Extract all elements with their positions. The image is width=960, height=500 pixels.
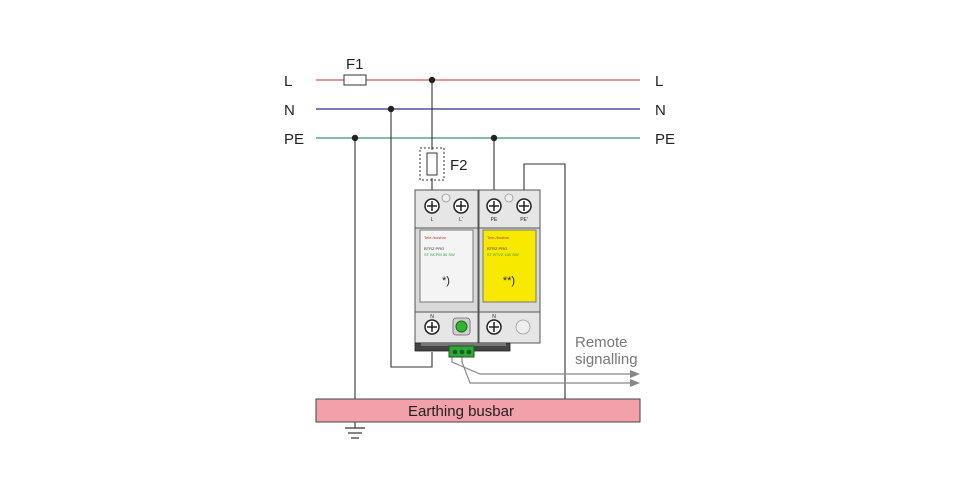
junction-pe-right <box>490 134 498 142</box>
terminal-label: PE' <box>520 217 528 223</box>
surge-module-left: L L' Tele-/busbar BTRZ PRO ST BCPM 30 SW… <box>414 189 479 344</box>
terminal-screw-icon <box>424 319 440 335</box>
line-pe-label-right: PE <box>655 131 675 148</box>
remote-label-line1: Remote <box>575 334 628 351</box>
terminal-label: N <box>492 314 496 320</box>
remote-label-line2: signalling <box>575 351 638 368</box>
remote-signalling-wires <box>451 355 630 384</box>
surge-module-right: PE PE' Tele-/busbar BTRZ PRO ST BTVZ 100… <box>478 189 541 344</box>
arrow-right-icon <box>630 370 640 378</box>
line-l-label-right: L <box>655 73 663 90</box>
fuse-f2-label: F2 <box>450 157 468 174</box>
terminal-label: L <box>431 217 434 223</box>
brand-logo: Tele-/busbar <box>487 235 510 240</box>
terminal-screw-icon <box>424 198 440 214</box>
fuse-f2-housing <box>419 147 445 181</box>
module-label-window <box>419 229 474 303</box>
junction-l <box>428 76 436 84</box>
ground-icon <box>345 427 365 439</box>
din-rail-highlight <box>421 343 506 346</box>
line-n-label-right: N <box>655 102 666 119</box>
line-n-label-left: N <box>284 102 295 119</box>
remote-contact-connector-icon <box>448 345 475 358</box>
empty-indicator-icon <box>515 319 531 335</box>
fuse-f2 <box>426 152 438 176</box>
module-note: **) <box>503 275 515 287</box>
terminal-screw-icon <box>486 198 502 214</box>
terminal-screw-icon <box>453 198 469 214</box>
module-note: *) <box>442 275 450 287</box>
module-code: ST BCPM 30 SW <box>424 252 455 257</box>
module-model: BTRZ PRO <box>424 246 444 251</box>
earthing-busbar-label: Earthing busbar <box>408 403 514 420</box>
module-code: ST BTVZ 100 SW <box>487 252 519 257</box>
fuse-f1-label: F1 <box>346 56 364 73</box>
line-l-label-left: L <box>284 73 292 90</box>
module-model: BTRZ PRO <box>487 246 507 251</box>
module-label-window <box>482 229 537 303</box>
wiring <box>354 80 566 428</box>
status-led-icon <box>452 317 471 336</box>
arrow-right-icon <box>630 379 640 387</box>
fuse-f1 <box>343 74 367 86</box>
earthing-busbar <box>315 398 641 423</box>
terminal-label: L' <box>459 217 463 223</box>
junction-pe-left <box>351 134 359 142</box>
line-pe-label-left: PE <box>284 131 304 148</box>
terminal-label: PE <box>491 217 498 223</box>
terminal-screw-icon <box>516 198 532 214</box>
terminal-screw-icon <box>486 319 502 335</box>
brand-logo: Tele-/busbar <box>424 235 447 240</box>
junction-n <box>387 105 395 113</box>
terminal-label: N <box>430 314 434 320</box>
